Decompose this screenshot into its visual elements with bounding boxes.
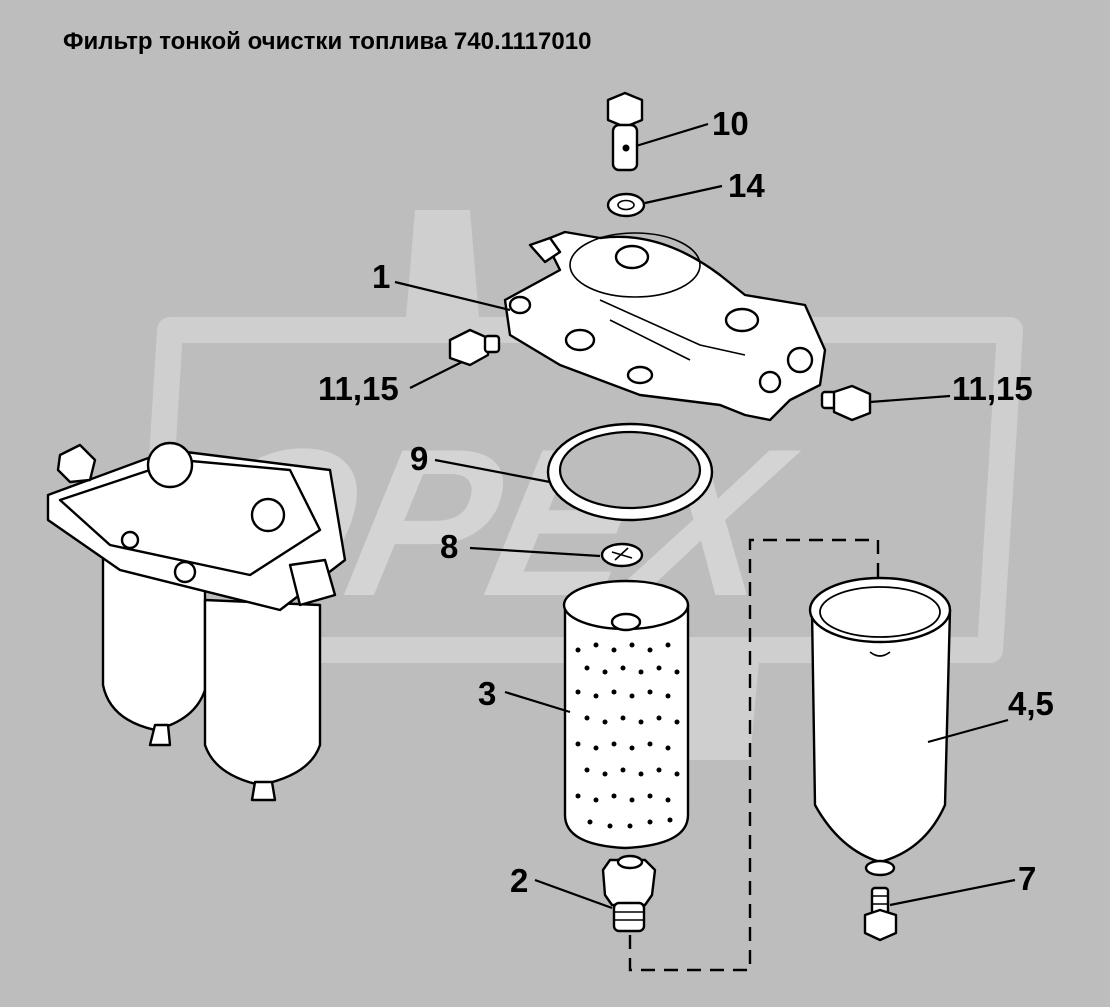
part-1-housing-cover xyxy=(503,230,827,422)
callout-2: 2 xyxy=(510,862,528,899)
callout-11-15-right: 11,15 xyxy=(952,370,1033,407)
part-8-seal xyxy=(600,542,644,568)
callout-11-15-left: 11,15 xyxy=(318,370,399,407)
assembled-filter-view xyxy=(46,441,347,802)
diagram-title: Фильтр тонкой очистки топлива 740.111701… xyxy=(63,28,592,55)
callout-1: 1 xyxy=(372,258,390,295)
callout-8: 8 xyxy=(440,528,458,565)
callout-14: 14 xyxy=(728,167,765,204)
part-7-drain-screw xyxy=(863,886,898,942)
part-2-valve xyxy=(601,854,657,933)
callout-3: 3 xyxy=(478,675,496,712)
part-3-filter-element xyxy=(562,579,690,850)
callout-10: 10 xyxy=(712,105,749,142)
part-11-15-left-plug xyxy=(448,328,501,367)
callout-9: 9 xyxy=(410,440,428,477)
part-4-5-bowl xyxy=(808,576,952,877)
part-14-washer xyxy=(606,192,646,218)
part-9-o-ring xyxy=(546,422,714,522)
part-10-bolt xyxy=(606,91,644,172)
dashed-assembly-line xyxy=(628,538,880,972)
part-11-15-right-plug xyxy=(820,384,872,422)
callout-4-5: 4,5 xyxy=(1008,685,1054,722)
callout-7: 7 xyxy=(1018,860,1036,897)
